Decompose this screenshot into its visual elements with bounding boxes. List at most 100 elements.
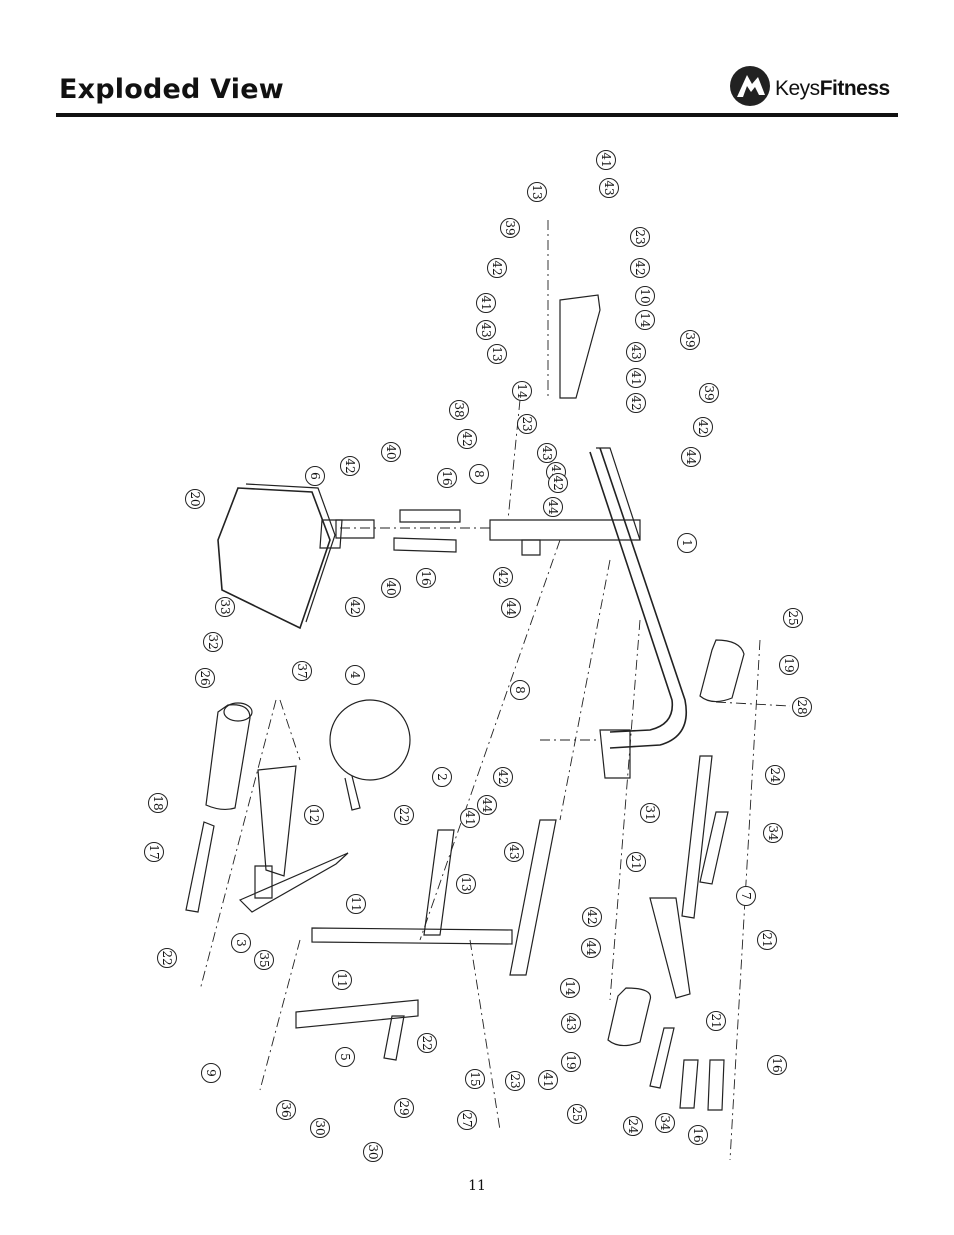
callout-number: 11 xyxy=(349,896,363,911)
callout-number: 43 xyxy=(479,322,493,337)
callout-circle xyxy=(363,1142,383,1162)
callout-41: 41 xyxy=(476,293,496,313)
callout-circle xyxy=(527,182,547,202)
callout-number: 42 xyxy=(348,599,362,614)
callout-16: 16 xyxy=(416,568,436,588)
callout-5: 5 xyxy=(335,1047,355,1067)
callout-circle xyxy=(517,414,537,434)
callout-number: 42 xyxy=(696,419,710,434)
callout-circle xyxy=(706,1011,726,1031)
callout-circle xyxy=(340,456,360,476)
callout-14: 14 xyxy=(560,978,580,998)
callout-number: 2 xyxy=(435,773,449,781)
callout-25: 25 xyxy=(567,1104,587,1124)
callout-circle xyxy=(581,938,601,958)
callout-number: 29 xyxy=(397,1100,411,1115)
callout-28: 28 xyxy=(792,697,812,717)
callout-circle xyxy=(626,342,646,362)
callout-31: 31 xyxy=(640,803,660,823)
callout-26: 26 xyxy=(195,668,215,688)
callout-number: 42 xyxy=(629,395,643,410)
callout-15: 15 xyxy=(465,1069,485,1089)
callout-circle xyxy=(767,1055,787,1075)
callout-number: 1 xyxy=(680,539,694,547)
callout-13: 13 xyxy=(527,182,547,202)
callout-42: 42 xyxy=(487,258,507,278)
callout-number: 34 xyxy=(766,825,780,841)
callout-number: 43 xyxy=(629,344,643,359)
callout-circle xyxy=(195,668,215,688)
callout-number: 14 xyxy=(563,980,577,996)
callout-21: 21 xyxy=(626,852,646,872)
callout-circle xyxy=(487,344,507,364)
callout-circle xyxy=(310,1118,330,1138)
callout-6: 6 xyxy=(305,466,325,486)
callout-number: 43 xyxy=(540,445,554,460)
brand-prefix: Keys xyxy=(775,77,820,100)
callout-number: 42 xyxy=(496,769,510,784)
callout-circle xyxy=(476,320,496,340)
callout-number: 4 xyxy=(348,671,362,679)
callout-circle xyxy=(538,1070,558,1090)
callout-number: 35 xyxy=(257,952,271,967)
callout-circle xyxy=(487,258,507,278)
callout-41: 41 xyxy=(538,1070,558,1090)
callout-20: 20 xyxy=(185,489,205,509)
callout-circle xyxy=(465,1069,485,1089)
callout-42: 42 xyxy=(340,456,360,476)
callout-16: 16 xyxy=(688,1125,708,1145)
callout-circle xyxy=(460,808,480,828)
callout-number: 11 xyxy=(335,972,349,987)
callout-16: 16 xyxy=(437,468,457,488)
callout-circle xyxy=(582,907,602,927)
callout-number: 21 xyxy=(760,932,774,947)
callout-41: 41 xyxy=(596,150,616,170)
callout-19: 19 xyxy=(779,655,799,675)
callout-number: 13 xyxy=(530,184,544,199)
callout-circle xyxy=(779,655,799,675)
callout-number: 5 xyxy=(338,1053,352,1061)
callout-number: 6 xyxy=(308,472,322,480)
callout-circle xyxy=(626,368,646,388)
callout-22: 22 xyxy=(394,805,414,825)
callout-circle xyxy=(501,598,521,618)
callout-number: 9 xyxy=(204,1069,218,1077)
callout-number: 36 xyxy=(279,1102,293,1117)
callout-41: 41 xyxy=(626,368,646,388)
callout-circle xyxy=(292,661,312,681)
callout-circle xyxy=(456,874,476,894)
page-number: 11 xyxy=(468,1178,486,1194)
callout-circle xyxy=(381,578,401,598)
callout-circle xyxy=(185,489,205,509)
callout-24: 24 xyxy=(623,1116,643,1136)
callout-11: 11 xyxy=(332,970,352,990)
callout-39: 39 xyxy=(699,383,719,403)
callout-7: 7 xyxy=(736,886,756,906)
callout-number: 40 xyxy=(384,444,398,459)
callout-circle xyxy=(596,150,616,170)
callout-number: 17 xyxy=(147,844,161,859)
callout-number: 44 xyxy=(584,940,598,956)
callout-circle xyxy=(304,805,324,825)
callout-16: 16 xyxy=(767,1055,787,1075)
callout-9: 9 xyxy=(201,1063,221,1083)
callout-circle xyxy=(693,417,713,437)
callout-number: 38 xyxy=(452,402,466,417)
callout-11: 11 xyxy=(346,894,366,914)
callout-circle xyxy=(203,632,223,652)
brand-name: KeysFitness xyxy=(775,77,890,101)
callout-24: 24 xyxy=(765,765,785,785)
callout-13: 13 xyxy=(456,874,476,894)
callout-circle xyxy=(626,393,646,413)
callout-number: 8 xyxy=(472,470,486,478)
callout-44: 44 xyxy=(681,447,701,467)
callout-number: 41 xyxy=(463,810,477,825)
callout-3: 3 xyxy=(231,933,251,953)
callout-circle xyxy=(144,842,164,862)
callout-circle xyxy=(335,1047,355,1067)
keys-fitness-logo-icon xyxy=(730,66,770,106)
callout-14: 14 xyxy=(512,381,532,401)
callout-number: 44 xyxy=(546,499,560,515)
callout-circle xyxy=(201,1063,221,1083)
